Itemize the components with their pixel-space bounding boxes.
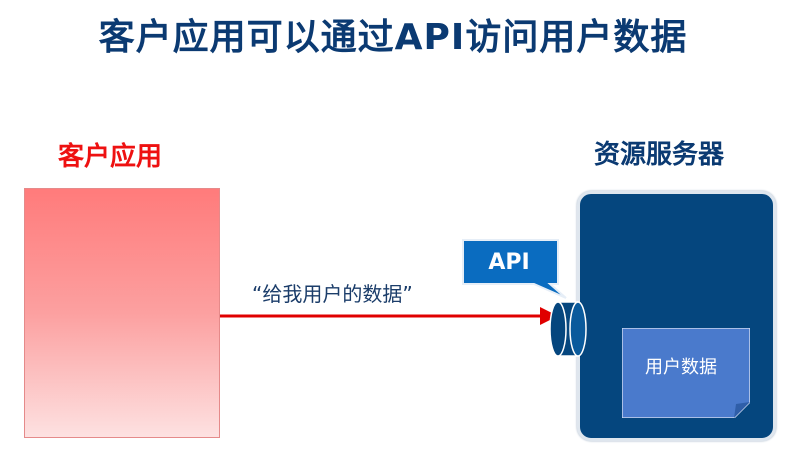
api-port-icon [549,301,587,357]
client-app-box [24,188,220,438]
api-label: API [488,250,530,275]
page-title: 客户应用可以通过API访问用户数据 [98,17,688,58]
user-data-label: 用户数据 [645,357,717,378]
user-data-document-icon [622,328,750,418]
resource-server-label: 资源服务器 [594,140,725,170]
request-arrow [220,307,558,325]
client-app-label: 客户应用 [58,142,163,172]
api-callout-shape [462,239,567,299]
request-message-text: “给我用户的数据” [252,282,413,306]
